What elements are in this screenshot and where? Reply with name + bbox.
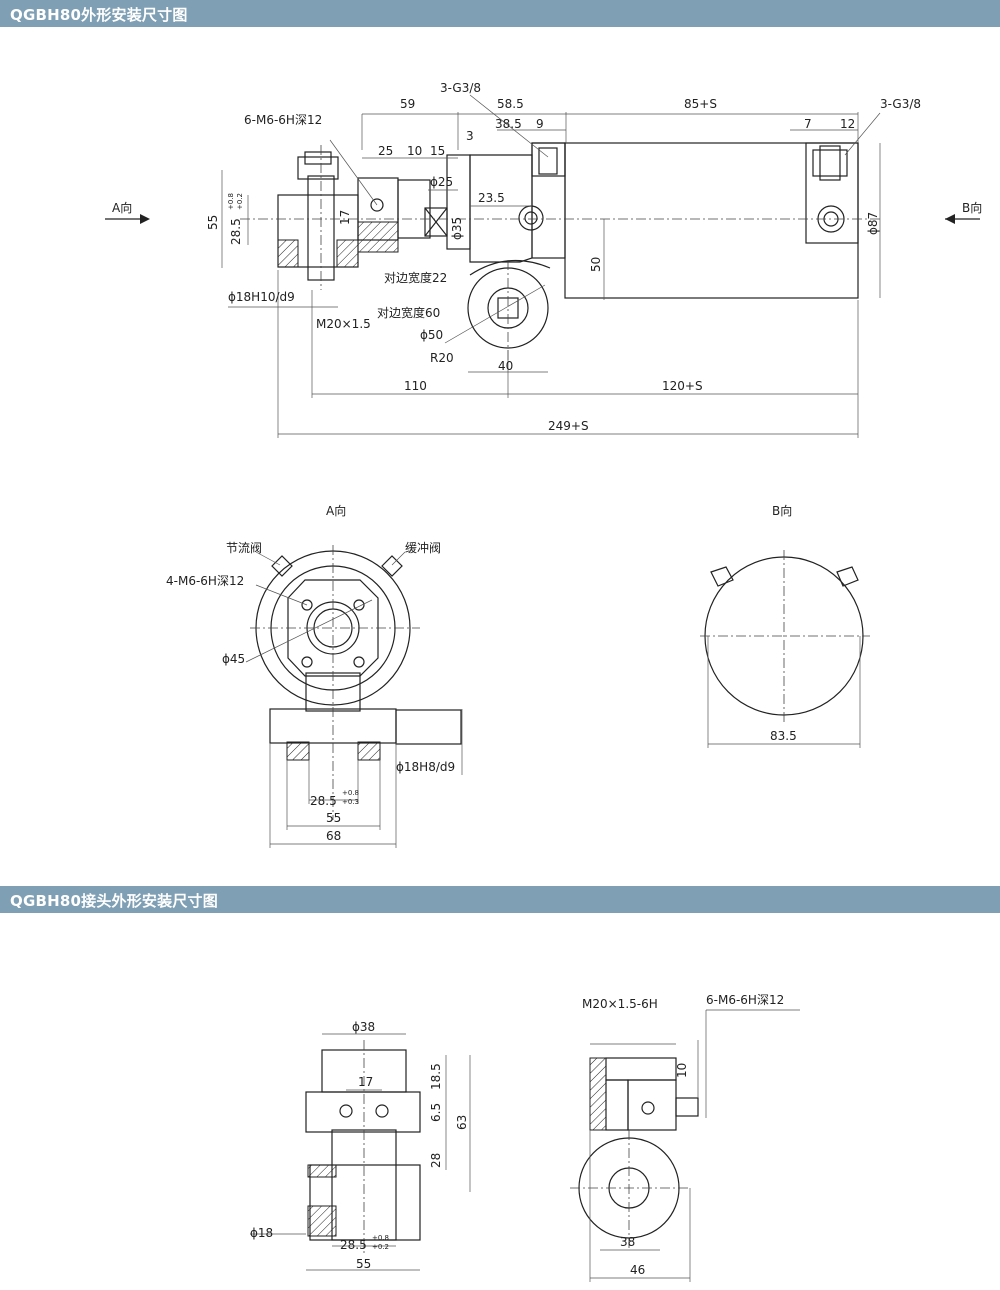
dim-249s: 249+S [548,419,589,433]
cylinder-body [564,142,859,299]
dim-phi50: ϕ50 [420,328,443,342]
dim-85s: 85+S [684,97,717,111]
front-view-labels: A向 B向 3-G3/8 3-G3/8 6-M6-6H深12 59 58.5 8… [112,81,982,433]
dim-18-5: 18.5 [429,1063,443,1090]
dim-28: 28 [429,1153,443,1168]
dim-6-5: 6.5 [429,1103,443,1122]
view-a-labels: A向 节流阀 缓冲阀 4-M6-6H深12 ϕ45 ϕ18H8/d9 28.5 … [166,503,455,843]
tol-lower: +0.2 [236,193,244,210]
dim-phi18-view-a: ϕ18H8/d9 [396,760,455,774]
dim-r20: R20 [430,351,454,365]
dim-63: 63 [455,1115,469,1130]
dim-12: 12 [840,117,855,131]
across-flats-60: 对边宽度60 [377,305,440,320]
dim-110: 110 [404,379,427,393]
view-a-arrow-label: A向 [112,200,132,215]
dim-23-5: 23.5 [478,191,505,205]
view-b-arrow-label: B向 [962,200,982,215]
dim-phi38: ϕ38 [352,1020,375,1034]
dim-17-joint: 17 [358,1075,373,1089]
dim-phi18-joint: ϕ18 [250,1226,273,1240]
dim-phi18: ϕ18H10/d9 [228,290,295,304]
view-a-title: A向 [326,503,346,518]
dim-120s: 120+S [662,379,703,393]
section-header-joint: QGBH80接头外形安装尺寸图 [0,886,1000,913]
tol-upper-joint: +0.8 [372,1234,389,1242]
joint-side-labels: M20×1.5-6H 6-M6-6H深12 10 38 46 [582,993,784,1277]
dim-58-5: 58.5 [497,97,524,111]
dim-28-5-view-a: 28.5 [310,794,337,808]
port-label-right: 3-G3/8 [880,97,921,111]
dim-7: 7 [804,117,812,131]
dim-68-view-a: 68 [326,829,341,843]
buffer-label: 缓冲阀 [405,540,441,555]
dim-17: 17 [338,210,352,225]
holes-label: 4-M6-6H深12 [166,574,244,588]
dim-50: 50 [589,257,603,272]
thread-holes-label: 6-M6-6H深12 [244,113,322,127]
section-header-dimensions: QGBH80外形安装尺寸图 [0,0,1000,27]
dim-28-5-joint: 28.5 [340,1238,367,1252]
thread-label: M20×1.5-6H [582,997,658,1011]
joint-front-labels: ϕ38 17 18.5 6.5 63 28 ϕ18 28.5 +0.8 +0.2… [250,1020,469,1271]
view-b [700,550,870,748]
tol-upper-view-a: +0.8 [342,789,359,797]
tol-upper: +0.8 [227,193,235,210]
port-label-left: 3-G3/8 [440,81,481,95]
joint-front-view [250,1033,471,1271]
section-title: QGBH80外形安装尺寸图 [10,6,188,24]
dim-25: 25 [378,144,393,158]
dim-3: 3 [466,129,474,143]
dim-38-5: 38.5 [495,117,522,131]
dim-40: 40 [498,359,513,373]
dim-55: 55 [206,215,220,230]
dim-phi45: ϕ45 [222,652,245,666]
view-b-labels: B向 83.5 [770,503,797,743]
tol-lower-view-a: +0.3 [342,798,359,806]
dim-9: 9 [536,117,544,131]
dim-55-joint: 55 [356,1257,371,1271]
dim-83-5: 83.5 [770,729,797,743]
dim-38-joint: 38 [620,1235,635,1249]
view-b-title: B向 [772,503,792,518]
joint-side-view [570,1009,800,1282]
dim-10: 10 [407,144,422,158]
dim-phi25: ϕ25 [430,175,453,189]
end-block-right [805,142,859,244]
throttle-label: 节流阀 [226,541,262,555]
dim-phi87: ϕ87 [866,212,880,235]
across-flats-22: 对边宽度22 [384,270,447,285]
tol-lower-joint: +0.2 [372,1243,389,1251]
dim-55-view-a: 55 [326,811,341,825]
dim-46-joint: 46 [630,1263,645,1277]
dim-15: 15 [430,144,445,158]
dim-10-joint: 10 [675,1063,689,1078]
dim-m20: M20×1.5 [316,317,371,331]
dim-phi35: ϕ35 [450,217,464,240]
section-title: QGBH80接头外形安装尺寸图 [10,892,218,910]
holes-label-joint: 6-M6-6H深12 [706,993,784,1007]
front-view [105,94,980,438]
end-block-left [531,142,566,259]
dim-28-5: 28.5 [229,218,243,245]
view-a [245,545,463,848]
dim-59: 59 [400,97,415,111]
